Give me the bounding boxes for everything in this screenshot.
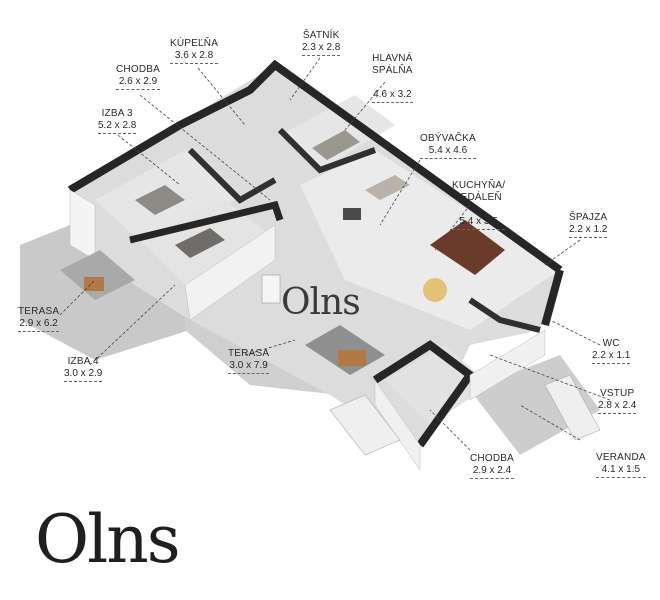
room-dims: 3.0 x 2.9 xyxy=(64,368,103,382)
room-dims: 2.6 x 2.9 xyxy=(116,76,160,90)
room-name: TERASA xyxy=(18,306,60,317)
outer-wall-north xyxy=(67,59,563,274)
living-floor xyxy=(300,150,560,330)
room-label-wc: WC 2.2 x 1.1 xyxy=(592,338,631,364)
wall-izba4 xyxy=(129,200,284,244)
room-dims: 2.9 x 6.2 xyxy=(18,318,60,332)
room-label-hlavna-spalna: HLAVNÁ SPÁLŇA 4.6 x 3.2 xyxy=(372,41,413,115)
room-label-terasa-left: TERASA 2.9 x 6.2 xyxy=(18,306,60,332)
room-label-vstup: VSTUP 2.8 x 2.4 xyxy=(598,388,637,414)
room-name: IZBA 3 xyxy=(101,108,133,119)
room-name: VERANDA xyxy=(596,452,646,463)
room-dims: 2.8 x 2.4 xyxy=(598,400,637,414)
room-name: KÚPEĽŇA xyxy=(170,38,219,49)
room-name: WC xyxy=(602,338,620,349)
room-dims: 3.6 x 2.8 xyxy=(170,50,219,64)
room-dims: 2.3 x 2.8 xyxy=(302,42,341,56)
room-dims: 5.4 x 4.6 xyxy=(420,145,476,159)
wall-hall xyxy=(372,340,476,448)
room-name: ŠATNÍK xyxy=(302,30,340,41)
room-label-izba4: IZBA 4 3.0 x 2.9 xyxy=(64,356,103,382)
dining-table xyxy=(423,278,447,302)
wall-inner-1 xyxy=(187,147,277,204)
room-dims: 5.4 x 3.5 xyxy=(452,216,506,230)
room-name: OBÝVAČKA xyxy=(420,133,476,144)
room-label-terasa-mid: TERASA 3.0 x 7.9 xyxy=(228,348,270,374)
stairs-left xyxy=(329,394,401,456)
room-dims: 2.2 x 1.1 xyxy=(592,350,631,364)
room-label-chodba-top: CHODBA 2.6 x 2.9 xyxy=(116,64,160,90)
room-dims: 4.1 x 1.5 xyxy=(596,464,646,478)
room-label-kupelna: KÚPEĽŇA 3.6 x 2.8 xyxy=(170,38,219,64)
room-name: CHODBA xyxy=(470,453,514,464)
brand-watermark: Olns xyxy=(281,282,361,323)
room-dims: 2.2 x 1.2 xyxy=(569,224,608,238)
room-label-izba3: IZBA 3 5.2 x 2.8 xyxy=(98,108,137,134)
room-dims: 5.2 x 2.8 xyxy=(98,120,137,134)
room-dims: 4.6 x 3.2 xyxy=(372,89,413,103)
dining-outdoor xyxy=(261,274,281,304)
brand-logo: Olns xyxy=(35,501,181,578)
bed-izba3 xyxy=(135,185,185,215)
wall-inner-2 xyxy=(277,127,377,174)
room-label-spajza: ŠPAJZA 2.2 x 1.2 xyxy=(569,212,608,238)
room-name: HLAVNÁ SPÁLŇA xyxy=(372,53,413,76)
outdoor-table-left xyxy=(84,277,104,291)
leader-lines xyxy=(59,57,611,451)
outdoor-sofa-left xyxy=(60,250,135,300)
hall-bottom-floor xyxy=(385,345,490,425)
room-name: IZBA 4 xyxy=(67,356,99,367)
room-name: KUCHYŇA/ JEDÁLEŇ xyxy=(452,180,506,203)
room-label-obyvacka: OBÝVAČKA 5.4 x 4.6 xyxy=(420,133,476,159)
room-label-satnik: ŠATNÍK 2.3 x 2.8 xyxy=(302,30,341,56)
room-label-veranda: VERANDA 4.1 x 1.5 xyxy=(596,452,646,478)
stairs-right xyxy=(544,374,601,441)
room-label-chodba-bottom: CHODBA 2.9 x 2.4 xyxy=(470,453,514,479)
kitchen-counter xyxy=(430,220,505,275)
sofa-living xyxy=(365,175,410,200)
coffee-table xyxy=(343,208,361,220)
wall-face-hall xyxy=(374,379,421,471)
room-label-kuchyna: KUCHYŇA/ JEDÁLEŇ 5.4 x 3.5 xyxy=(452,168,506,242)
wall-inner-3 xyxy=(468,297,541,333)
room-dims: 2.9 x 2.4 xyxy=(470,465,514,479)
room-name: ŠPAJZA xyxy=(569,212,608,223)
bed-izba4 xyxy=(175,228,225,258)
room-dims: 3.0 x 7.9 xyxy=(228,360,270,374)
room-name: CHODBA xyxy=(116,64,160,75)
room-name: TERASA xyxy=(228,348,270,359)
outdoor-table-mid xyxy=(338,350,366,366)
wall-face-east xyxy=(469,329,546,401)
wall-face-south xyxy=(184,224,276,321)
room-name: VSTUP xyxy=(600,388,635,399)
bed-master xyxy=(312,130,360,160)
bedroom-floor xyxy=(280,95,395,170)
wall-east xyxy=(541,268,564,327)
